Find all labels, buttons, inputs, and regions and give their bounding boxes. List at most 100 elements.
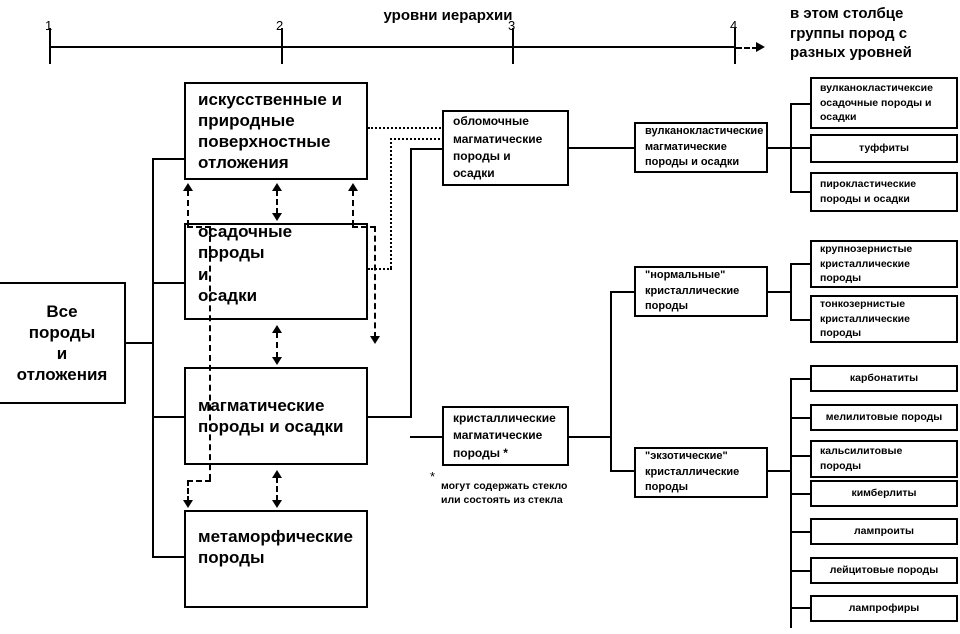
axis-tick-mark-4 [734,28,736,64]
box-melilitic[interactable]: мелилитовые породы [810,404,958,431]
box-crystalline-magmatic-label: кристаллические магматические породы * [453,410,556,460]
box-surface-deposits[interactable]: искусственные и природные поверхностные … [184,82,368,180]
exotic-stem [768,470,792,472]
transition-arrow-down-icon-3 [272,500,282,508]
axis-tick-mark-1 [49,28,51,64]
box-kalsilitic-label: кальсилитовые породы [820,445,903,472]
box-leucitic[interactable]: лейцитовые породы [810,557,958,584]
branch-to-metamorphic [152,556,186,558]
box-carbonatites[interactable]: карбонатиты [810,365,958,392]
level2-spine [152,158,154,558]
box-carbonatites-label: карбонатиты [849,372,919,385]
dotted-link-sedimentary-vert [390,138,392,268]
axis-arrow-icon [756,42,765,52]
box-tuffites[interactable]: туффиты [810,134,958,163]
axis-tick-2: 2 [276,18,284,33]
hook-arrow-down-icon-right [370,336,380,344]
hook-arrow-up-icon-right [348,183,358,191]
box-clastic-magmatic[interactable]: обломочные магматические породы и осадки [442,110,569,186]
box-lamprophyres-label: лампрофиры [848,602,920,615]
right-column-note: в этом столбце группы пород с разных уро… [790,5,912,61]
box-magmatic[interactable]: магматические породы и осадки [184,367,368,465]
box-volcaniclastic-magmatic[interactable]: вулканокластические магматические породы… [634,122,768,173]
box-leucitic-label: лейцитовые породы [829,564,939,577]
leaf-branch-coarse-grained [790,263,812,265]
leaf-branch-kimberlites [790,493,812,495]
box-lamproites[interactable]: лампроиты [810,518,958,545]
box-volcaniclastic-sedimentary-label: вулканокластичексие осадочные породы и о… [820,81,933,124]
dotted-link-sedimentary-top [390,138,444,140]
normal-leaf-spine [790,263,792,321]
transition-arrow-up-icon-2 [272,325,282,333]
hook-left-vert-b [209,226,211,480]
box-melilitic-label: мелилитовые породы [825,411,943,424]
box-pyroclastic[interactable]: пирокластические породы и осадки [810,172,958,212]
transition-arrow-down-icon-2 [272,357,282,365]
box-kimberlites-label: кимберлиты [851,487,917,500]
box-fine-grained-label: тонкозернистые кристаллические породы [820,297,910,340]
footnote-marker: * [430,469,436,484]
crystalline-stem [569,436,612,438]
box-sedimentary[interactable]: осадочные породы и осадки [184,222,368,320]
transition-arrow-down-icon-1 [272,213,282,221]
branch-to-crystalline [410,436,444,438]
exotic-leaf-spine [790,378,792,628]
box-normal-crystalline[interactable]: "нормальные" кристаллические породы [634,266,768,317]
hook-left-horiz-b [187,480,211,482]
branch-to-clastic [410,148,444,150]
volcaniclastic-stem [768,147,792,149]
box-surface-deposits-label: искусственные и природные поверхностные … [198,89,343,173]
box-kimberlites[interactable]: кимберлиты [810,480,958,507]
axis-tick-4: 4 [730,18,738,33]
box-sedimentary-label: осадочные породы и осадки [198,222,293,305]
hook-right-horiz-a [352,226,376,228]
box-kalsilitic[interactable]: кальсилитовые породы [810,440,958,478]
box-volcaniclastic-sedimentary[interactable]: вулканокластичексие осадочные породы и о… [810,77,958,129]
branch-to-surface-deposits [152,158,186,160]
root-stem [126,342,154,344]
axis-tick-mark-3 [512,28,514,64]
box-normal-crystalline-label: "нормальные" кристаллические породы [645,268,740,313]
leaf-branch-tuffites [790,147,812,149]
leaf-branch-fine-grained [790,319,812,321]
branch-to-magmatic [152,416,186,418]
leaf-branch-carbonatites [790,378,812,380]
box-exotic-crystalline[interactable]: "экзотические" кристаллические породы [634,447,768,498]
box-fine-grained[interactable]: тонкозернистые кристаллические породы [810,295,958,343]
transition-arrow-up-icon-1 [272,183,282,191]
footnote-text: могут содержать стекло или состоять из с… [441,480,568,507]
branch-to-normal [610,291,634,293]
axis-title: уровни иерархии [383,7,513,24]
dotted-link-sedimentary-tail [368,268,392,270]
box-volcaniclastic-magmatic-label: вулканокластические магматические породы… [645,124,764,169]
hook-arrow-down-icon-left [183,500,193,508]
transition-link-3 [276,477,278,501]
transition-arrow-up-icon-3 [272,470,282,478]
link-clastic-to-volcaniclastic [569,147,634,149]
leaf-branch-melilitic [790,417,812,419]
hook-right-vert-a [352,190,354,226]
leaf-branch-lamprophyres [790,607,812,609]
hook-left-vert-c [187,480,189,502]
normal-stem [768,291,792,293]
transition-link-2 [276,332,278,358]
box-magmatic-label: магматические породы и осадки [198,395,344,436]
hook-left-horiz-a [187,226,211,228]
hook-right-vert-b [374,226,376,338]
axis-tick-1: 1 [45,18,53,33]
level3-spine [410,148,412,418]
box-coarse-grained[interactable]: крупнозернистые кристаллические породы [810,240,958,288]
hook-arrow-up-icon-left [183,183,193,191]
box-metamorphic-label: метаморфические породы [198,526,354,567]
branch-to-sedimentary [152,282,186,284]
leaf-branch-kalsilitic [790,455,812,457]
leaf-branch-volcaniclastic-sedimentary [790,103,812,105]
box-crystalline-magmatic[interactable]: кристаллические магматические породы * [442,406,569,466]
box-tuffites-label: туффиты [858,142,910,155]
transition-link-1 [276,190,278,214]
box-lamprophyres[interactable]: лампрофиры [810,595,958,622]
box-exotic-crystalline-label: "экзотические" кристаллические породы [645,449,740,494]
box-metamorphic[interactable]: метаморфические породы [184,510,368,608]
box-all-rocks[interactable]: Все породы и отложения [0,282,126,404]
